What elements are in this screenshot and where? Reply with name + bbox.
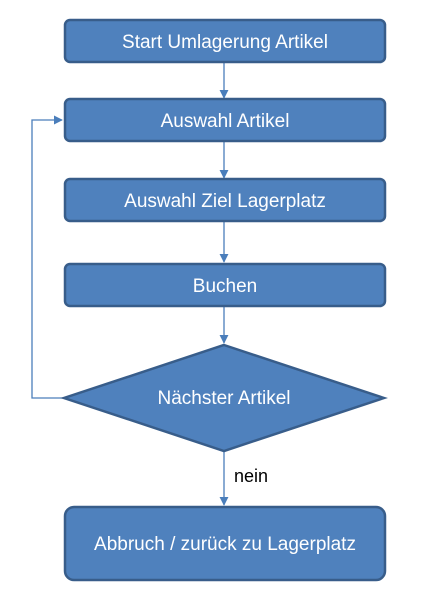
node-next-article-shape — [60, 343, 388, 453]
node-book-shape — [63, 262, 387, 308]
node-select-target-label: Auswahl Ziel Lagerplatz — [124, 191, 326, 212]
node-start-label: Start Umlagerung Artikel — [122, 32, 328, 53]
node-start: Start Umlagerung Artikel — [63, 18, 387, 64]
edge-label-no: nein — [234, 466, 268, 486]
node-select-article-label: Auswahl Artikel — [161, 111, 290, 132]
node-select-target-shape — [63, 177, 387, 223]
node-select-article: Auswahl Artikel — [63, 97, 387, 143]
node-book: Buchen — [63, 262, 387, 308]
node-abort-label: Abbruch / zurück zu Lagerplatz — [94, 534, 356, 555]
connector-decision-loop-back — [31, 115, 64, 399]
node-select-target: Auswahl Ziel Lagerplatz — [63, 177, 387, 223]
node-book-label: Buchen — [193, 276, 257, 297]
node-next-article: Nächster Artikel — [60, 343, 388, 453]
node-abort-shape — [63, 505, 387, 582]
node-next-article-label: Nächster Artikel — [157, 388, 290, 409]
node-abort: Abbruch / zurück zu Lagerplatz — [63, 505, 387, 582]
node-start-shape — [63, 18, 387, 64]
node-select-article-shape — [63, 97, 387, 143]
